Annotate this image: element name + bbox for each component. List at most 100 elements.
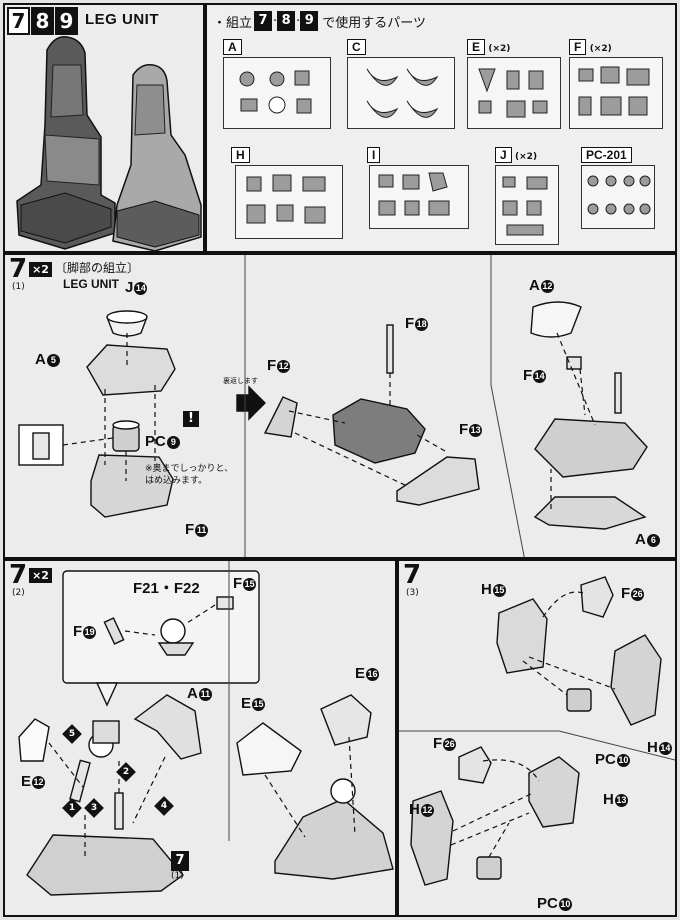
part-letter: E [241,695,252,712]
step-7-3-number: 7 [403,560,422,590]
part-number-badge: 12 [32,776,46,789]
runner-i-letter: I [367,147,381,163]
sequence-number: 3 [90,803,98,813]
part-letter: F [185,521,195,538]
parts-heading-step-8: 8 [277,11,296,31]
part-number-badge: 12 [540,280,554,293]
parts-heading-step-9: 9 [300,11,319,31]
part-letter: H [409,801,420,818]
step-number-9: 9 [55,7,78,35]
part-letter: F [267,357,277,374]
part-number-badge: 13 [469,424,483,437]
runner-f-letter: F [569,39,587,55]
part-letter: PC [145,433,166,450]
part-number-badge: 15 [492,584,506,597]
page-title: LEG UNIT [85,11,159,28]
part-letter: F [459,421,469,438]
runner-pc201-letter: PC-201 [581,147,632,163]
reference-step-tag: 7 (1) [171,851,190,881]
runner-label-f: F (×2) [569,39,612,55]
step-7-1-tag: 7 ×2 (1) [9,256,52,292]
part-letter: F [523,367,533,384]
part-label-f21-f22: F21・F22 [133,580,200,597]
sequence-marker-5: 5 [62,724,82,744]
part-letter: A [529,277,540,294]
part-number-badge: 14 [658,742,672,755]
part-number-badge: 26 [631,588,645,601]
runner-c-letter: C [347,39,366,55]
part-letter: F [233,575,243,592]
step-7-2-sub: (2) [12,588,25,598]
part-letter: PC [595,751,616,768]
parts-panel: ・組立 7 · 8 · 9 で使用するパーツ A C E (×2) F (×2)… [205,3,677,253]
part-letter: J [125,279,134,296]
part-number-badge: 5 [46,354,60,367]
runner-label-h: H [231,147,250,163]
warning-icon: ! [183,411,199,427]
flip-note: 裏返します [223,377,258,385]
sequence-marker-4: 4 [154,796,174,816]
runner-label-a: A [223,39,242,55]
runner-c [347,57,455,129]
step-7-3-panel: 7 (3) [397,559,677,917]
runner-label-c: C [347,39,366,55]
sequence-number: 4 [160,801,168,811]
part-number-badge: 18 [415,318,429,331]
runner-label-e: E (×2) [467,39,510,55]
step-7-2-illustration [18,561,394,896]
part-number-badge: 26 [443,738,457,751]
part-letter: E [21,773,32,790]
sequence-number: 1 [68,803,76,813]
separator-dot: · [273,13,278,29]
step-7-1-illustration [18,255,648,557]
part-letter: F [405,315,415,332]
sequence-marker-3: 3 [84,798,104,818]
step-number-7: 7 [7,7,30,35]
completed-leg-illustration [16,36,202,251]
parts-heading-suffix: で使用するパーツ [322,15,427,31]
runner-a [223,57,331,129]
part-number-badge: 10 [616,754,630,767]
sequence-number: 2 [122,767,130,777]
step-7-3-tag: 7 (3) [403,560,422,598]
step-number-group: 7 8 9 LEG UNIT [7,7,159,35]
part-letter: A [35,351,46,368]
runner-f-count: (×2) [589,44,612,54]
sequence-marker-2: 2 [116,762,136,782]
part-letter: A [187,685,198,702]
part-letter: PC [537,895,558,912]
step-7-1-multiplier: ×2 [29,262,52,277]
part-number-badge: 12 [277,360,291,373]
reference-step-sub: (1) [171,871,184,881]
part-letter: H [481,581,492,598]
runner-a-letter: A [223,39,242,55]
runner-label-pc201: PC-201 [581,147,632,163]
part-letter: E [355,665,366,682]
step-7-2-multiplier: ×2 [29,568,52,583]
part-number-badge: 16 [366,668,380,681]
step-7-1-title-en: LEG UNIT [63,277,119,291]
runner-j-count: (×2) [515,152,538,162]
step-7-2-number: 7 [9,560,28,590]
part-number-badge: 13 [614,794,628,807]
part-letter: A [635,531,646,548]
runner-label-i: I [367,147,381,163]
part-letter: H [647,739,658,756]
part-number-badge: 11 [198,688,212,701]
